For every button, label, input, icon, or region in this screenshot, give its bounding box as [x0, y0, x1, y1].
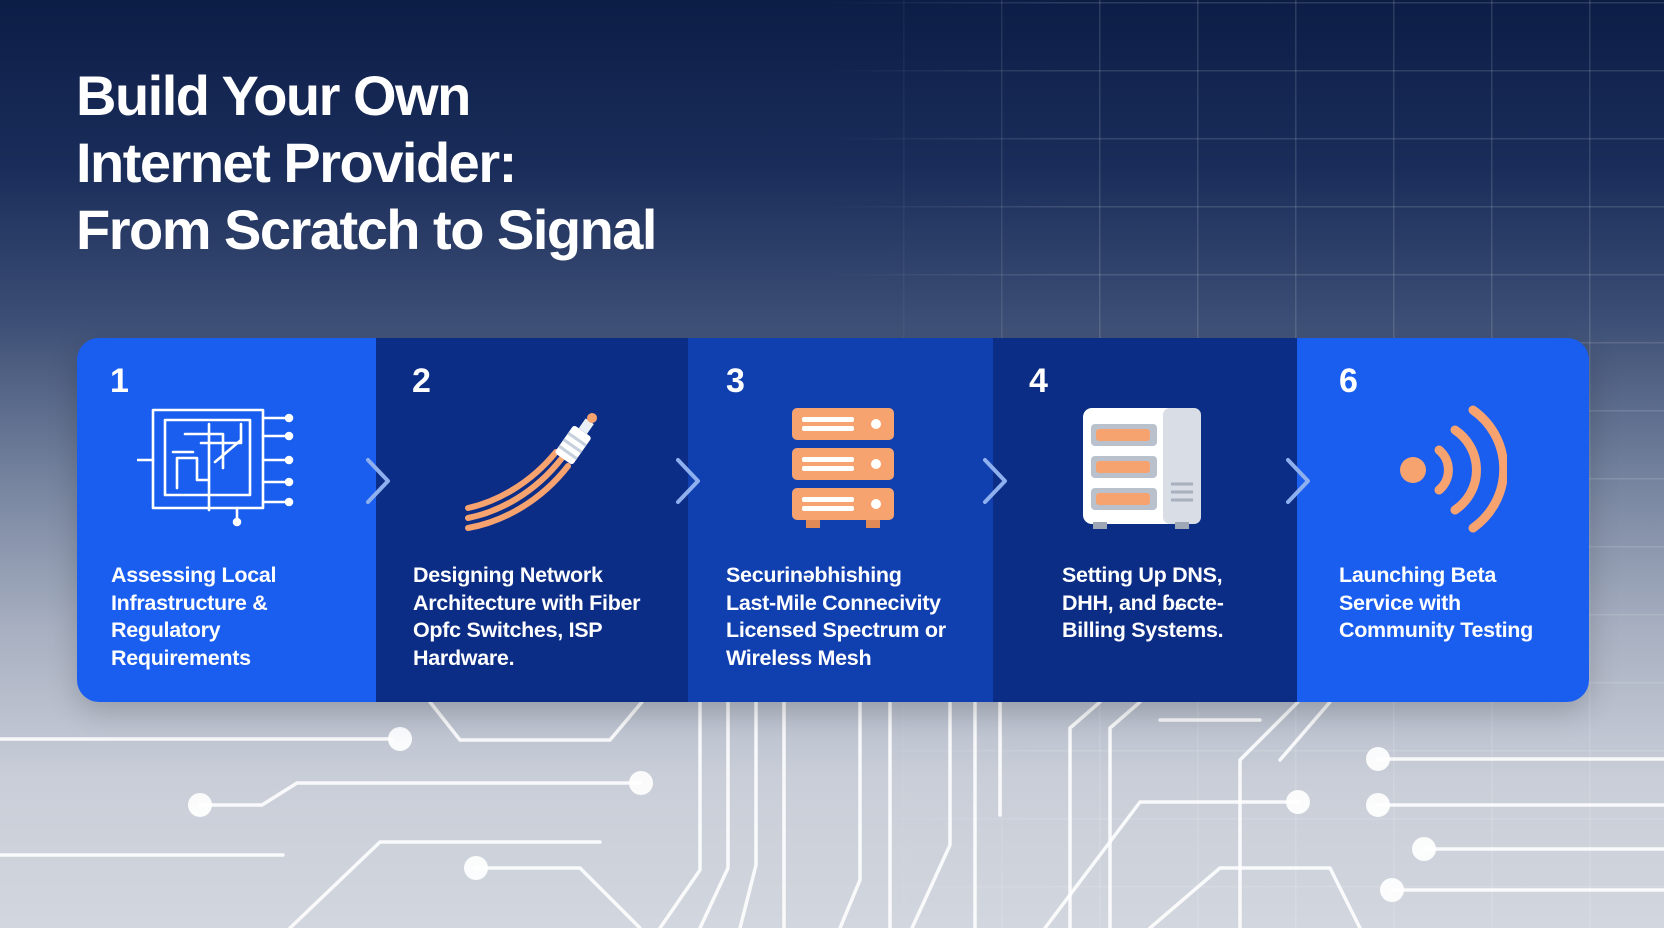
title-line-1: Build Your Own: [76, 64, 471, 127]
fiber-optic-cable-icon: [462, 402, 602, 537]
steps-panel: 1: [77, 338, 1589, 702]
step-4: 4 Setting Up DNS, DHH, and ɓɕcte- Bi: [993, 338, 1297, 702]
step-3: 3 Securinəbhishing Last-Mile Conn: [688, 338, 993, 702]
step-2: 2 Designing Network Arch: [376, 338, 688, 702]
step-description: Launching Beta Service with Community Te…: [1339, 563, 1533, 642]
step-description: Designing Network Architecture with Fibe…: [413, 563, 641, 670]
step-5: 6 Launching Beta Service with Community …: [1297, 338, 1589, 702]
title-line-2: Internet Provider:: [76, 131, 517, 194]
step-number: 4: [1029, 362, 1048, 400]
step-description: Securinəbhishing Last-Mile Connecivity L…: [726, 563, 946, 670]
step-number: 2: [412, 362, 431, 400]
step-description: Assessing Local Infrastructure & Regulat…: [111, 563, 277, 670]
step-1: 1: [77, 338, 376, 702]
chevron-right-icon: [1286, 458, 1310, 504]
server-stack-icon: [788, 408, 898, 537]
page-title: Build Your Own Internet Provider: From S…: [76, 62, 776, 263]
step-number: 3: [726, 362, 745, 400]
circuit-board-icon: [135, 398, 307, 533]
chevron-right-icon: [983, 458, 1007, 504]
step-description: Setting Up DNS, DHH, and ɓɕcte- Billing …: [1062, 563, 1224, 642]
server-cabinet-icon: [1081, 406, 1205, 535]
wireless-signal-icon: [1397, 404, 1509, 539]
chevron-right-icon: [366, 458, 390, 504]
step-number: 6: [1339, 362, 1358, 400]
title-line-3: From Scratch to Signal: [76, 198, 658, 261]
chevron-right-icon: [676, 458, 700, 504]
step-number: 1: [110, 362, 129, 400]
